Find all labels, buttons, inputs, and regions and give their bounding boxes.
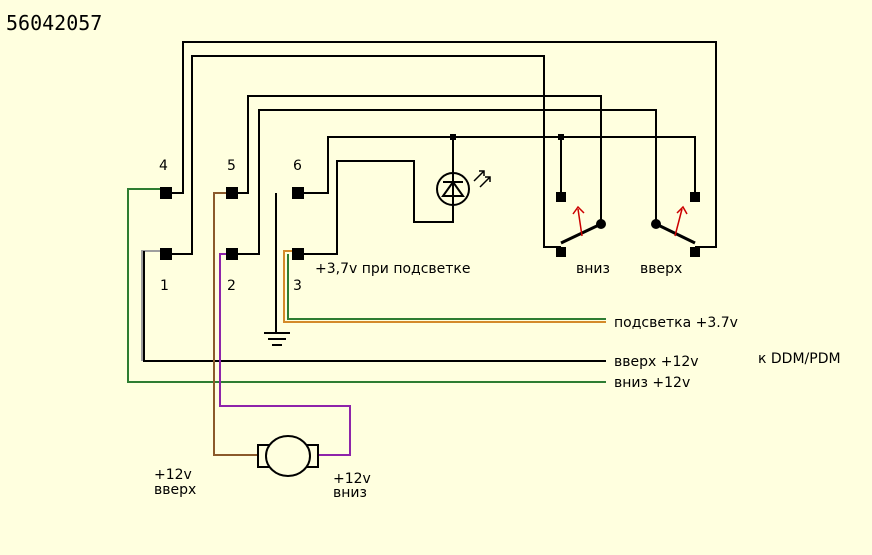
switch-up (651, 192, 700, 257)
wire-pin2-loop (232, 109, 657, 255)
backlight-led-icon (436, 170, 491, 206)
pin-number-1: 1 (160, 278, 169, 294)
ground-icon (264, 332, 290, 346)
to-module-label: к DDM/PDM (758, 351, 841, 367)
pin-1 (160, 248, 172, 260)
switch-down-label: вниз (576, 261, 610, 277)
pin3-backlight-note: +3,7v при подсветке (315, 261, 471, 277)
motor-icon (257, 435, 319, 477)
pin-4 (160, 187, 172, 199)
pin-number-4: 4 (159, 158, 168, 174)
pin-3 (292, 248, 304, 260)
part-number-title: 56042057 (6, 11, 102, 35)
pin-number-2: 2 (227, 278, 236, 294)
wire-pin4-loop (166, 41, 717, 248)
output-down-label: вниз +12v (614, 375, 690, 391)
switch-up-label: вверх (640, 261, 682, 277)
connector-pins (160, 187, 304, 260)
wire-green-backlight (287, 254, 606, 320)
wire-orange-backlight (283, 250, 606, 323)
output-backlight-label: подсветка +3.7v (614, 315, 738, 331)
switch-down (556, 192, 606, 257)
wire-pin3-lamp (298, 160, 454, 255)
pin-number-3: 3 (293, 278, 302, 294)
wire-pin1-loop (166, 55, 561, 255)
wire-brown-motor (213, 192, 258, 456)
wire-black-up (143, 251, 606, 362)
wire-gray (141, 250, 166, 361)
switch-down-arrow-icon (577, 208, 583, 237)
wire-pin6-bus (298, 136, 696, 197)
wire-pin5-loop (232, 95, 602, 222)
internal-wiring (166, 41, 717, 333)
motor-right-direction: вниз (333, 485, 367, 501)
wire-purple-motor (219, 253, 351, 456)
switch-up-arrow-icon (674, 208, 683, 237)
motor-right-voltage: +12v (333, 471, 371, 487)
pin-number-6: 6 (293, 158, 302, 174)
motor-left-direction: вверх (154, 482, 196, 498)
junction-dots (450, 134, 564, 140)
pin-5 (226, 187, 238, 199)
wire-green-down (127, 188, 606, 383)
motor-left-voltage: +12v (154, 467, 192, 483)
pin-6 (292, 187, 304, 199)
pin-number-5: 5 (227, 158, 236, 174)
pin-2 (226, 248, 238, 260)
output-up-label: вверх +12v (614, 354, 699, 370)
